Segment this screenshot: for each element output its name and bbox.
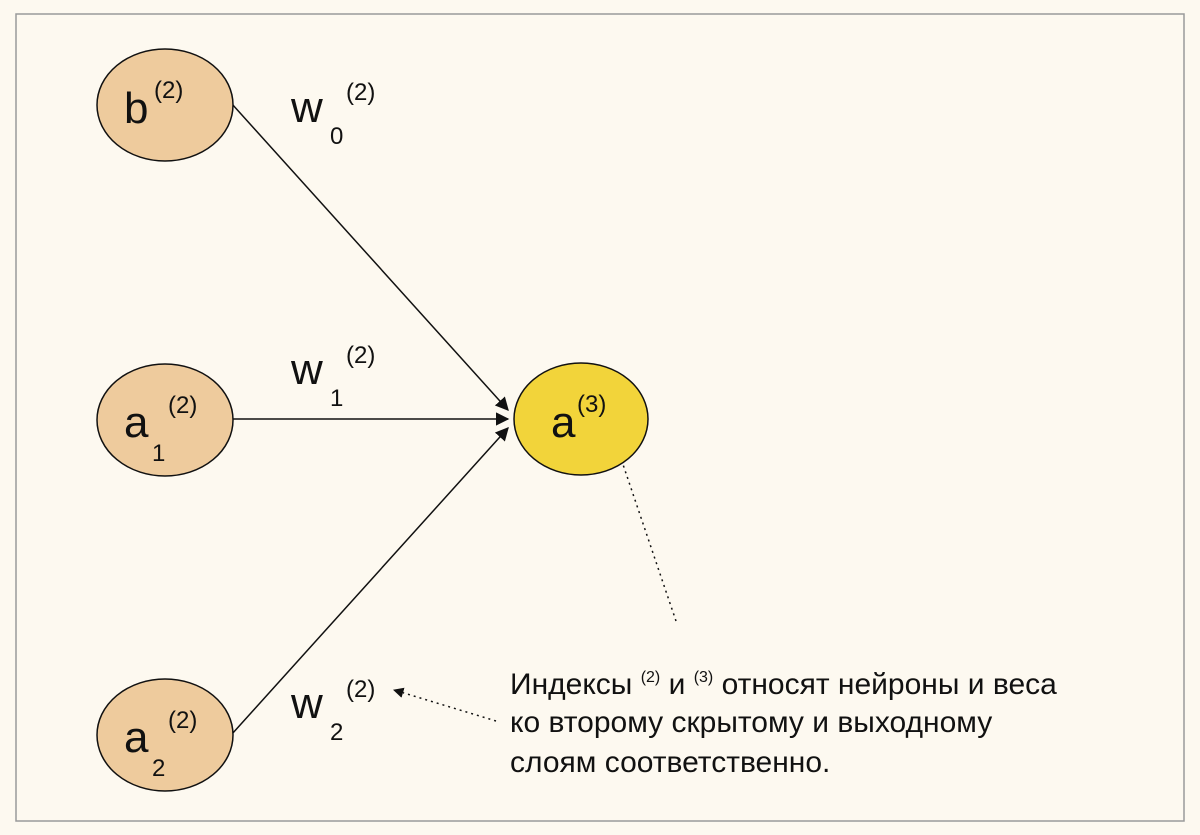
node-a1-subscript: 1 [152, 440, 165, 467]
node-output-label: a [551, 398, 576, 447]
frame-border [15, 13, 1185, 822]
node-bias-label: b [124, 84, 148, 133]
weight-w1-subscript: 1 [330, 385, 343, 412]
node-a1-superscript: (2) [168, 392, 197, 419]
note-sup-2: (2) [641, 669, 661, 686]
note-line-1-mid: и [660, 668, 693, 701]
weight-w0: w 0 (2) [290, 79, 375, 150]
node-a2-label: a [124, 713, 149, 762]
pointer-to-w2 [392, 687, 497, 722]
note-line-2: ко второму скрытому и выходному [510, 706, 992, 739]
node-a2-circle [96, 678, 234, 792]
weight-w2: w 2 (2) [290, 676, 375, 746]
weight-w1-superscript: (2) [346, 342, 375, 369]
node-output-circle [513, 362, 649, 476]
node-output-superscript: (3) [577, 391, 606, 418]
node-a1-label: a [124, 398, 149, 447]
node-bias-circle [96, 48, 234, 162]
node-a1-circle [96, 363, 234, 477]
node-a2-superscript: (2) [168, 707, 197, 734]
note-sup-3: (3) [694, 669, 714, 686]
weight-w0-subscript: 0 [330, 123, 343, 150]
note-line-1-end: относят нейроны и веса [713, 668, 1057, 701]
node-bias-superscript: (2) [154, 77, 183, 104]
annotation-note: Индексы (2) и (3) относят нейроны и веса… [510, 668, 1057, 779]
node-bias: b (2) [96, 48, 234, 162]
weight-w0-superscript: (2) [346, 79, 375, 106]
node-output: a (3) [513, 362, 649, 476]
node-a2-subscript: 2 [152, 755, 165, 782]
node-a2: a 2 (2) [96, 678, 234, 792]
node-a1: a 1 (2) [96, 363, 234, 477]
weight-w1-label: w [290, 345, 323, 394]
note-line-1-start: Индексы [510, 668, 641, 701]
weight-w1: w 1 (2) [290, 342, 375, 412]
weight-w2-superscript: (2) [346, 676, 375, 703]
weight-w0-label: w [290, 83, 323, 132]
weight-w2-subscript: 2 [330, 719, 343, 746]
note-line-3: слоям соответственно. [510, 746, 830, 779]
edge-bias-to-output [231, 103, 509, 412]
edge-a2-to-output [231, 426, 509, 735]
weight-w2-label: w [290, 679, 323, 728]
note-line-1: Индексы (2) и (3) относят нейроны и веса [510, 668, 1057, 701]
